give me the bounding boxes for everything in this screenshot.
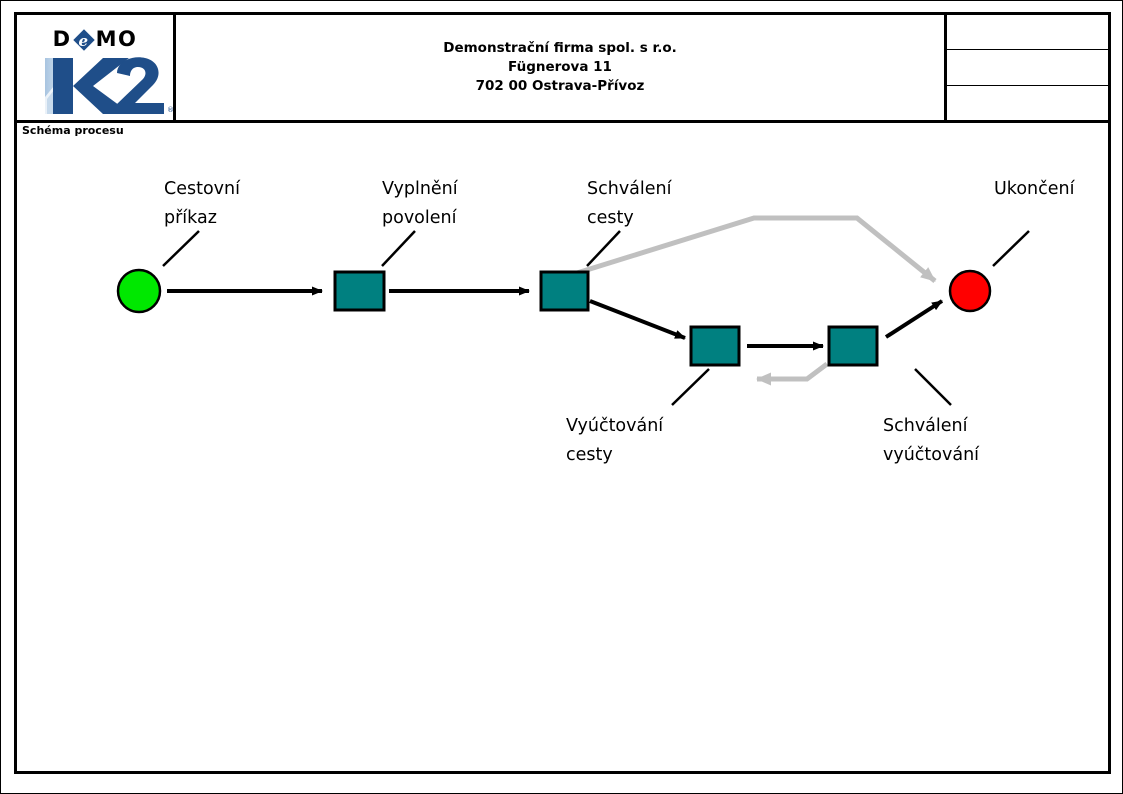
process-diagram: Cestovní příkaz Vyplnění povolení Schvál… [17,141,1108,771]
node-start[interactable] [116,268,162,314]
label-vyplneni-povoleni-line1: Vyplnění [382,179,459,199]
logo-registered-mark: ® [167,106,174,114]
header-bottom-rule [17,120,1108,123]
label-ukonceni-line1: Ukončení [994,179,1076,199]
leader-line-schvaleni-cesty [586,230,621,267]
logo-letter-d: D [52,27,72,51]
leader-line-schvaleni-vyuctovani [914,368,952,406]
logo-letters-mo: MO [95,27,138,51]
label-schvaleni-vyuctovani-line1: Schválení [883,416,969,436]
label-vyuctovani-cesty-line1: Vyúčtování [566,416,664,436]
label-ukonceni: Ukončení [994,179,1076,199]
node-task-schvaleni-cesty[interactable] [689,325,741,367]
label-cestovni-prikaz: Cestovní příkaz [164,179,241,228]
company-city: 702 00 Ostrava-Přívoz [475,78,645,94]
node-task-cestovni-prikaz[interactable] [333,270,386,312]
edge-bypass-approve-to-end [560,215,937,283]
node-task-vyplneni-povoleni[interactable] [539,270,590,312]
header-info-cell-1[interactable] [947,15,1108,51]
edge-task4-to-end [884,299,944,339]
label-vyplneni-povoleni-line2: povolení [382,208,458,228]
header-info-table [947,15,1108,120]
edge-return-approve-settlement-to-settlement [756,362,829,386]
svg-text:e: e [78,32,89,50]
header-info-cell-3[interactable] [947,86,1108,120]
company-name: Demonstrační firma spol. s r.o. [443,40,677,56]
label-cestovni-prikaz-line1: Cestovní [164,179,241,199]
page-title: Schéma procesu [22,124,124,137]
label-vyuctovani-cesty-line2: cesty [566,445,613,465]
label-vyplneni-povoleni: Vyplnění povolení [382,179,459,228]
label-schvaleni-cesty: Schválení cesty [587,179,673,228]
header-info-cell-2[interactable] [947,50,1108,86]
logo-diamond-e-icon: e [72,29,95,51]
node-task-vyuctovani-cesty[interactable] [827,325,879,367]
logo-k2-mark-icon: ® [45,57,174,114]
label-vyuctovani-cesty: Vyúčtování cesty [566,416,664,465]
label-schvaleni-cesty-line2: cesty [587,208,634,228]
label-schvaleni-vyuctovani-line2: vyúčtování [883,445,980,465]
process-diagram-svg: Cestovní příkaz Vyplnění povolení Schvál… [116,179,1076,465]
leader-line-cestovni-prikaz [162,230,200,267]
leader-line-vyplneni-povoleni [381,230,416,267]
label-schvaleni-cesty-line1: Schválení [587,179,673,199]
label-cestovni-prikaz-line2: příkaz [164,208,217,228]
node-end[interactable] [948,269,992,313]
edge-task2-to-task3 [589,299,686,340]
label-schvaleni-vyuctovani: Schválení vyúčtování [883,416,980,465]
leader-line-ukonceni [992,230,1030,267]
company-address-cell: Demonstrační firma spol. s r.o. Fügnerov… [176,15,947,120]
caption-strip: Schéma procesu [17,123,1108,140]
leader-line-vyuctovani-cesty [671,368,710,406]
company-street: Fügnerova 11 [508,59,612,75]
